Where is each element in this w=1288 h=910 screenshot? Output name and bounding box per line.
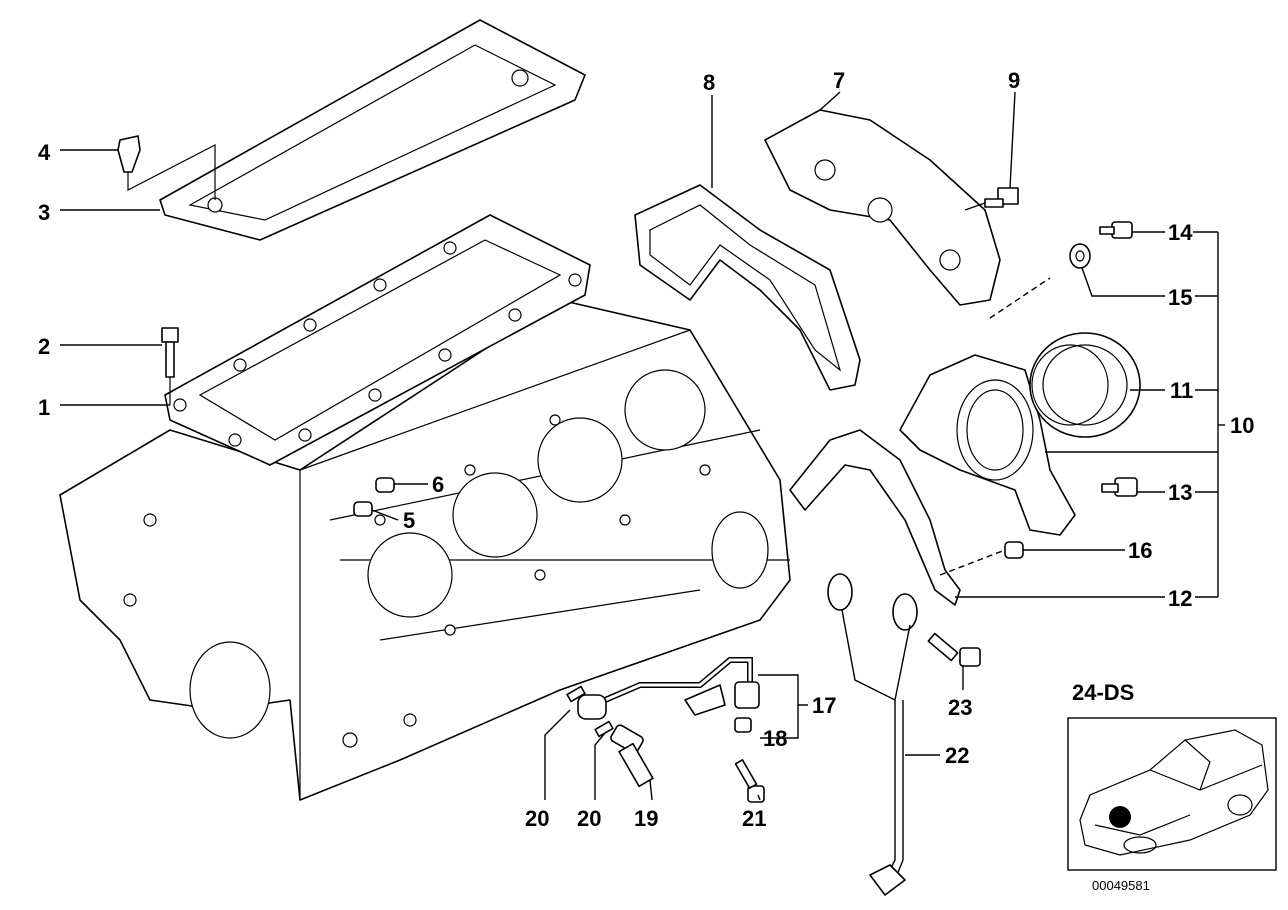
rear-seal-carrier [899,354,1076,536]
timing-cover [764,109,1001,306]
sleeve-5-6 [353,477,395,517]
inset-frame [1067,717,1277,871]
callout-20-left: 20 [525,806,549,831]
engine-block [59,299,791,801]
vehicle-inset: 24-DS 00049581 [1067,680,1277,893]
callout-14: 14 [1168,220,1193,245]
callout-labels: 4 3 2 1 6 5 8 7 9 14 15 11 10 13 16 12 1… [38,68,1254,831]
callout-2: 2 [38,334,50,359]
callout-16: 16 [1128,538,1152,563]
bolt-23 [927,632,981,667]
dowel-pin [117,135,216,200]
oil-pipe [577,657,760,720]
callout-6: 6 [432,472,444,497]
leader-lines [60,91,1225,801]
hollow-bolt-and-seals [566,685,765,803]
bolt-2 [161,327,179,405]
callout-11: 11 [1170,378,1193,403]
callout-20-right: 20 [577,806,601,831]
callout-21: 21 [742,806,766,831]
callout-8: 8 [703,70,715,95]
car-silhouette-icon [1079,729,1269,856]
callout-1: 1 [38,395,50,420]
bolt-9 [964,187,1019,211]
location-marker-icon [1109,806,1131,828]
radial-seal-ring [1029,332,1141,438]
timing-cover-gasket [634,184,861,391]
callout-7: 7 [833,68,845,93]
callout-15: 15 [1168,285,1192,310]
callout-22: 22 [945,743,969,768]
knock-sensor-wiring [827,573,918,896]
callout-17: 17 [812,693,836,718]
callout-10: 10 [1230,413,1254,438]
callout-5: 5 [403,508,415,533]
callout-18: 18 [763,726,787,751]
image-code: 00049581 [1092,878,1150,893]
callout-12: 12 [1168,586,1192,611]
callout-9: 9 [1008,68,1020,93]
callout-4: 4 [38,140,51,165]
oil-pan-gasket [159,19,586,241]
callout-13: 13 [1168,480,1192,505]
callout-23: 23 [948,695,972,720]
callout-19: 19 [634,806,658,831]
oil-pan-upper [164,214,591,466]
bolts-13-14 [1004,221,1138,559]
callout-3: 3 [38,200,50,225]
inset-label: 24-DS [1072,680,1134,705]
